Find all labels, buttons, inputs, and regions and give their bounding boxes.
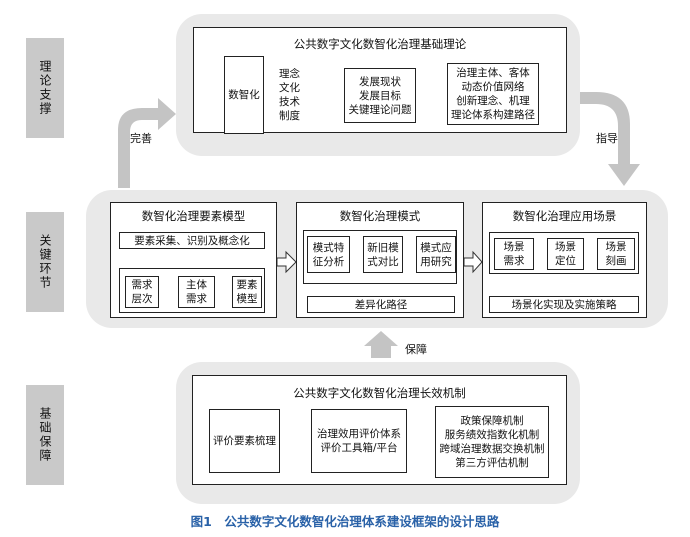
need-level-box: 需求 层次 [125, 276, 159, 308]
branch-2: 文化 [279, 82, 300, 94]
eval-system-box: 治理效用评价体系 评价工具箱/平台 [311, 409, 407, 473]
label-guide: 指导 [596, 132, 618, 145]
eval-elements-box: 评价要素梳理 [209, 409, 280, 473]
figure-caption: 图1 公共数字文化数智化治理体系建设框架的设计思路 [190, 514, 500, 529]
scene-position-box: 场景 定位 [547, 238, 584, 270]
side-label-base: 基础保障 [26, 385, 64, 485]
mechanism-title: 公共数字文化数智化治理长效机制 [293, 386, 466, 400]
branch-3: 技术 [279, 96, 300, 108]
theory-result-box: 治理主体、客体 动态价值网络 创新理念、机理 理论体系构建路径 [447, 63, 539, 125]
mode-apply-box: 模式应 用研究 [416, 236, 456, 273]
scene-need-box: 场景 需求 [494, 238, 534, 270]
label-perfect: 完善 [130, 132, 152, 145]
subject-need-box: 主体 需求 [178, 276, 215, 308]
branch-4: 制度 [279, 110, 300, 122]
arrow-perfect [118, 98, 176, 188]
arrow-guarantee [364, 331, 398, 358]
collect-box: 要素采集、识别及概念化 [119, 232, 265, 249]
branch-1: 理念 [279, 68, 300, 80]
scene-portray-box: 场景 刻画 [597, 238, 635, 270]
scene-title: 数智化治理应用场景 [512, 209, 617, 223]
side-label-theory: 理论支撑 [26, 38, 64, 138]
theory-title: 公共数字文化数智化治理基础理论 [293, 37, 467, 51]
arrow-guide [580, 92, 640, 186]
scene-strategy-box: 场景化实现及实施策略 [489, 296, 639, 313]
digital-box: 数智化 [224, 56, 264, 134]
element-model-box: 要素 模型 [232, 276, 262, 308]
development-box: 发展现状 发展目标 关键理论问题 [344, 68, 416, 123]
label-guarantee: 保障 [405, 343, 427, 356]
mechanisms-box: 政策保障机制 服务绩效指数化机制 跨域治理数据交换机制 第三方评估机制 [435, 406, 549, 478]
side-label-key: 关键环节 [26, 212, 64, 312]
mode-compare-box: 新旧模 式对比 [363, 236, 403, 273]
mode-feature-box: 模式特 征分析 [307, 236, 350, 273]
mode-title: 数智化治理模式 [339, 209, 421, 223]
diff-path-box: 差异化路径 [307, 296, 455, 313]
elements-title: 数智化治理要素模型 [141, 209, 246, 223]
